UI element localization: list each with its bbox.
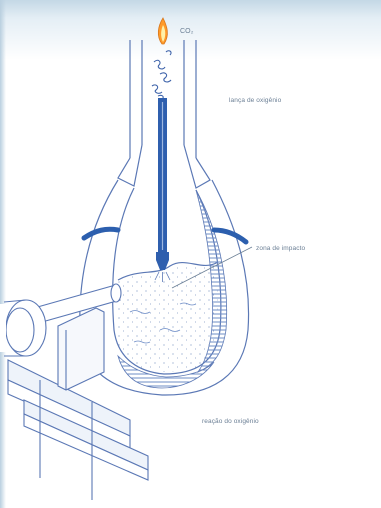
impact-zone-label: zona de impacto xyxy=(256,245,305,252)
oxygen-lance xyxy=(156,98,169,270)
co2-label: CO₂ xyxy=(180,28,194,35)
oxygen-lance-label: lança de oxigênio xyxy=(229,97,281,104)
molten-bath xyxy=(118,264,218,372)
oxygen-reaction-label: reação do oxigênio xyxy=(202,418,259,425)
gas-swirls xyxy=(152,51,171,99)
flame-icon xyxy=(158,18,167,44)
